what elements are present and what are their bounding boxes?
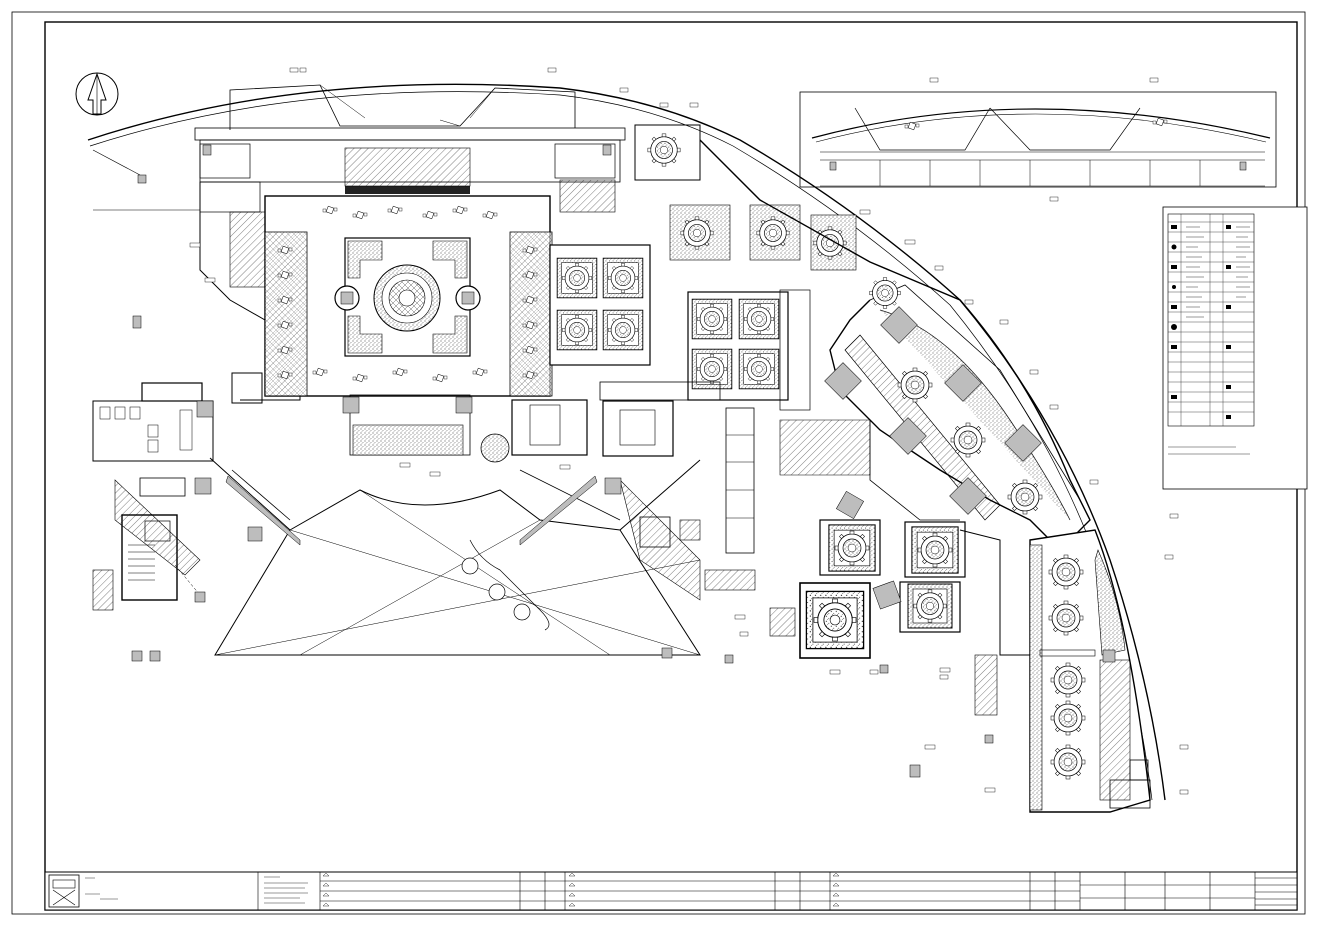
central-banquet-hall: [264, 147, 553, 463]
columns: [724, 654, 994, 778]
private-dining-block: [549, 124, 857, 411]
lower-plaza: [114, 457, 701, 659]
elevator-core: [511, 399, 755, 554]
right-tower: [1029, 529, 1151, 813]
north-arrow-icon: [75, 72, 119, 116]
elevation-detail: [799, 91, 1277, 188]
left-wing: [92, 143, 616, 662]
legend-table: [1162, 206, 1308, 490]
title-block: [44, 871, 1298, 911]
annotation-tags: [189, 67, 1189, 795]
diagonal-wing: [699, 139, 1091, 551]
lower-dining-rooms: [704, 490, 1031, 720]
